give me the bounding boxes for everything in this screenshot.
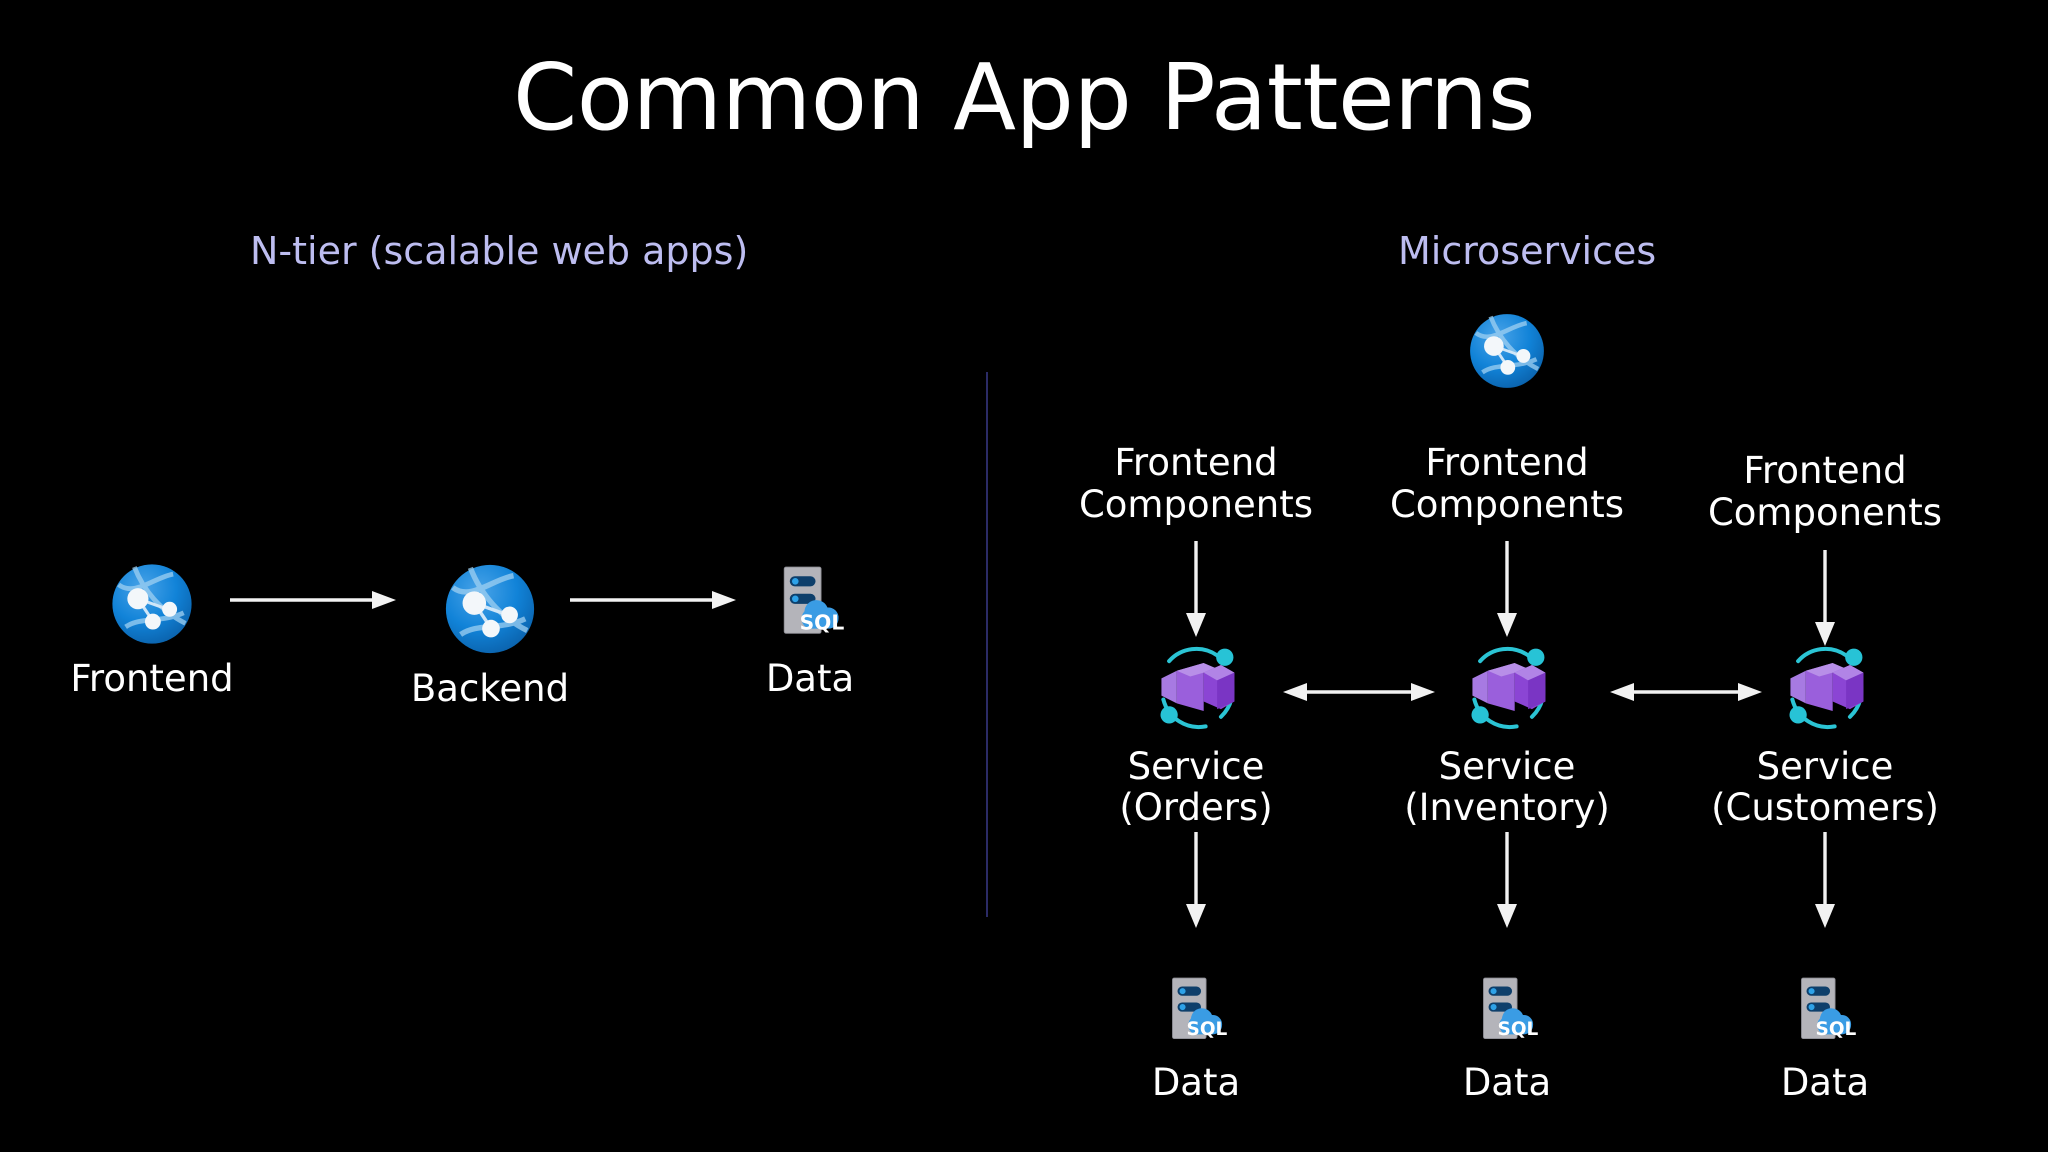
micro-col-2-service: Service (Inventory) bbox=[1337, 640, 1677, 829]
micro-col-1-data: SQL Data bbox=[1026, 968, 1366, 1103]
ntier-node-frontend-label: Frontend bbox=[70, 657, 234, 700]
azure-app-service-globe-icon bbox=[441, 560, 539, 658]
micro-col-3-frontend-label: Frontend Components bbox=[1707, 449, 1943, 535]
page-title: Common App Patterns bbox=[513, 44, 1536, 151]
micro-col-3-service-label: Service (Customers) bbox=[1711, 745, 1939, 830]
section-heading-ntier: N-tier (scalable web apps) bbox=[250, 229, 749, 273]
container-service-icon bbox=[1459, 640, 1555, 736]
azure-app-service-globe-icon bbox=[1466, 310, 1548, 392]
arrow-col-3-service-to-data bbox=[1810, 830, 1840, 934]
ntier-node-data-label: Data bbox=[765, 657, 855, 700]
azure-sql-database-icon: SQL bbox=[1154, 968, 1238, 1052]
arrow-col-1-service-to-data bbox=[1181, 830, 1211, 934]
svg-text:SQL: SQL bbox=[1187, 1019, 1228, 1040]
arrow-backend-to-data bbox=[568, 586, 738, 618]
arrow-col-2-service-to-data bbox=[1492, 830, 1522, 934]
arrow-col-3-frontend-to-service bbox=[1810, 548, 1840, 652]
arrow-frontend-to-backend bbox=[228, 586, 398, 618]
micro-col-2-data-label: Data bbox=[1462, 1061, 1552, 1104]
micro-col-3-service: Service (Customers) bbox=[1655, 640, 1995, 829]
ntier-node-frontend: Frontend bbox=[62, 560, 242, 699]
micro-col-3-data-label: Data bbox=[1780, 1061, 1870, 1104]
svg-text:SQL: SQL bbox=[1816, 1019, 1857, 1040]
micro-col-1-frontend-label: Frontend Components bbox=[1078, 441, 1314, 527]
ntier-node-data: SQL Data bbox=[720, 556, 900, 699]
microservices-gateway-icon-wrap bbox=[1457, 310, 1557, 392]
micro-col-1-data-label: Data bbox=[1151, 1061, 1241, 1104]
container-service-icon bbox=[1148, 640, 1244, 736]
azure-sql-database-icon: SQL bbox=[764, 556, 856, 648]
micro-col-2-frontend-label: Frontend Components bbox=[1389, 441, 1625, 527]
azure-sql-database-icon: SQL bbox=[1783, 968, 1867, 1052]
arrow-orders-inventory-bidirectional bbox=[1283, 678, 1435, 710]
section-divider bbox=[986, 372, 988, 917]
micro-col-3-data: SQL Data bbox=[1655, 968, 1995, 1103]
arrow-inventory-customers-bidirectional bbox=[1610, 678, 1762, 710]
ntier-node-backend-label: Backend bbox=[410, 667, 570, 710]
micro-col-2-data: SQL Data bbox=[1337, 968, 1677, 1103]
micro-col-1-service-label: Service (Orders) bbox=[1119, 745, 1273, 830]
svg-text:SQL: SQL bbox=[1498, 1019, 1539, 1040]
micro-col-2-service-label: Service (Inventory) bbox=[1404, 745, 1610, 830]
ntier-node-backend: Backend bbox=[400, 560, 580, 709]
container-service-icon bbox=[1777, 640, 1873, 736]
section-heading-microservices: Microservices bbox=[1398, 229, 1657, 273]
micro-col-1-service: Service (Orders) bbox=[1026, 640, 1366, 829]
azure-sql-database-icon: SQL bbox=[1465, 968, 1549, 1052]
azure-app-service-globe-icon bbox=[108, 560, 196, 648]
arrow-col-2-frontend-to-service bbox=[1492, 539, 1522, 643]
svg-text:SQL: SQL bbox=[800, 611, 845, 635]
arrow-col-1-frontend-to-service bbox=[1181, 539, 1211, 643]
